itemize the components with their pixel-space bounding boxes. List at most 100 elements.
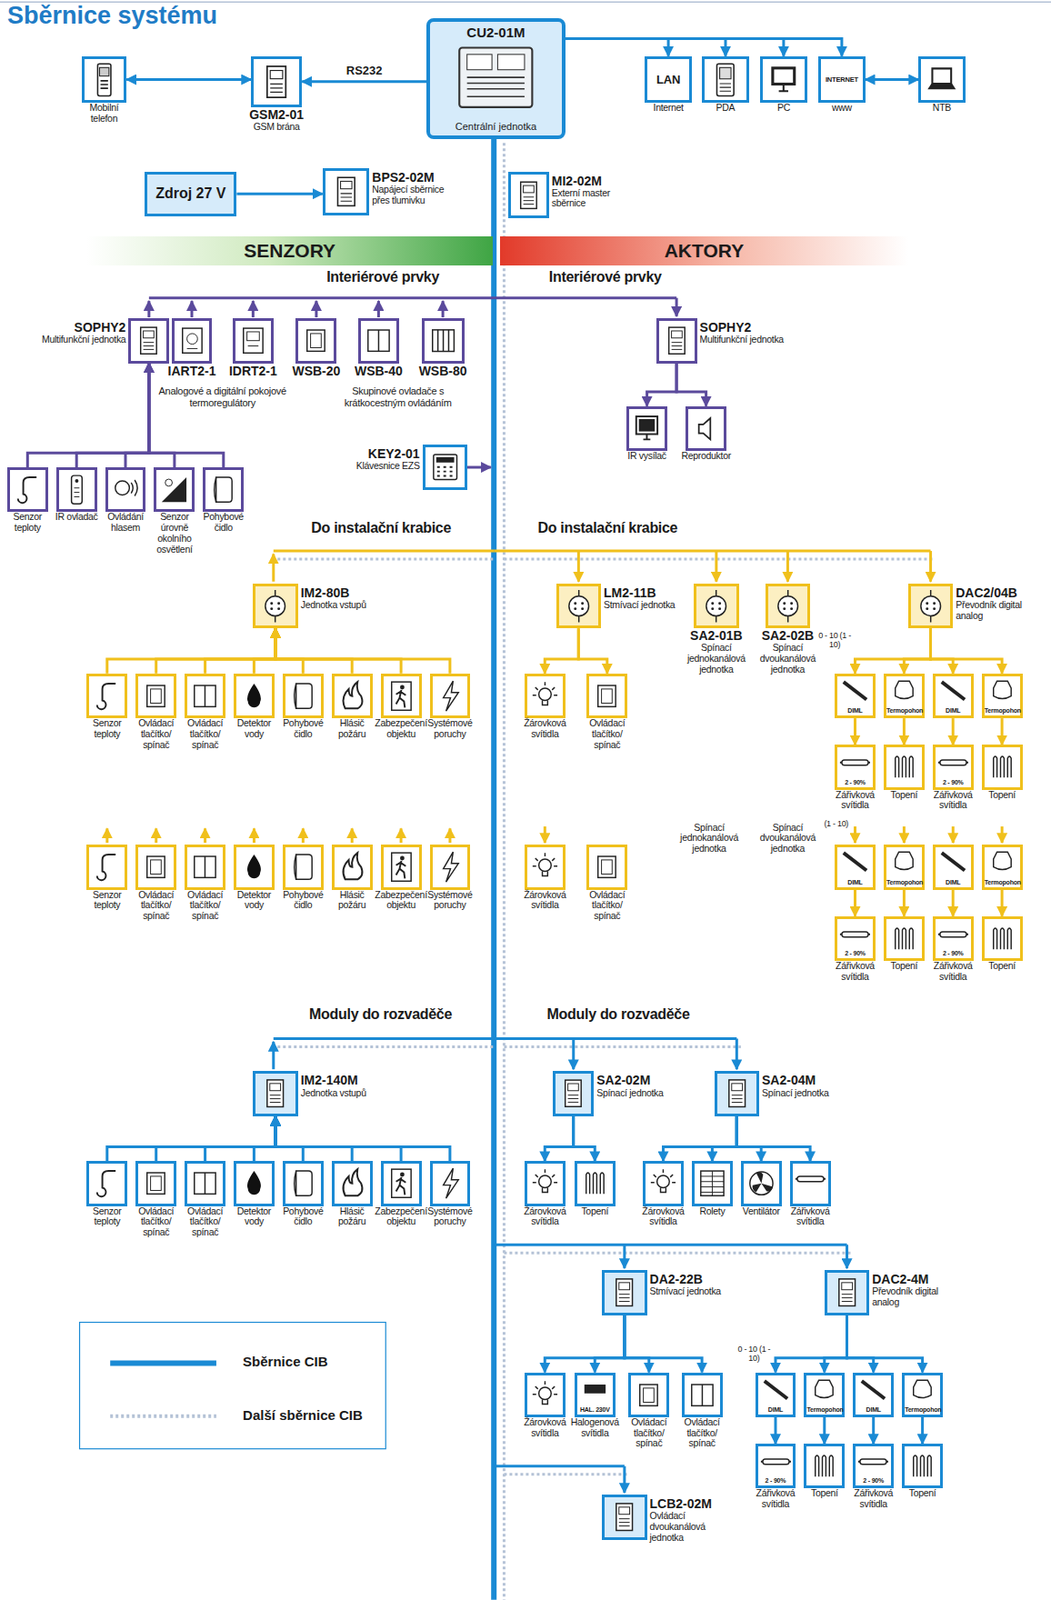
device-symbol xyxy=(984,919,1021,959)
connector xyxy=(275,628,401,673)
node-label: Halogenová svítidla xyxy=(568,1417,621,1440)
device-icon: Ovládací tlačítko/ spínač xyxy=(628,1372,670,1418)
label-group: Topení xyxy=(877,960,931,972)
device-symbol xyxy=(432,847,469,887)
device-symbol xyxy=(659,320,695,361)
label-group: Hlásič požáru xyxy=(325,1206,379,1229)
label-group: Zářivková svítidla xyxy=(847,1488,901,1511)
label-group: Senzor teploty xyxy=(80,718,134,741)
node-label: Převodník digital analog xyxy=(955,600,1042,622)
label-group: DIML xyxy=(758,1406,794,1413)
model-name: Termopohon xyxy=(886,707,922,714)
connector xyxy=(544,1315,625,1373)
model-name: DAC2-4M xyxy=(871,1271,959,1287)
device-icon: Topení xyxy=(981,916,1023,961)
connector xyxy=(565,39,669,57)
device-symbol xyxy=(696,586,736,626)
node-label: Ovládací tlačítko/ spínač xyxy=(130,1206,183,1239)
device-symbol xyxy=(432,1163,469,1203)
label-group: LAN xyxy=(647,59,690,101)
model-name: DA2-22B xyxy=(650,1271,737,1287)
device-symbol xyxy=(174,320,211,361)
device-symbol xyxy=(187,847,223,887)
device-icon: Žárovková svítidla xyxy=(524,1372,566,1418)
node-label: Topení xyxy=(798,1488,851,1500)
bus-line xyxy=(929,550,932,582)
connector xyxy=(565,39,842,57)
module-box: IART2-1 xyxy=(171,318,213,363)
node-label: Stmívací jednotka xyxy=(603,600,691,611)
node-label: Ovládací tlačítko/ spínač xyxy=(130,718,183,751)
node-label: Centrální jednotka xyxy=(430,120,562,132)
connector xyxy=(275,1116,352,1162)
bus-line xyxy=(502,142,506,1600)
device-icon: Hlásič požáru xyxy=(331,1161,373,1206)
model-name: 2 - 90% xyxy=(837,950,873,957)
bus-line xyxy=(675,298,679,317)
connector xyxy=(205,1116,276,1162)
model-name: Termopohon xyxy=(886,879,922,886)
device-icon: Ovládací tlačítko/ spínač xyxy=(184,844,226,890)
device-symbol xyxy=(325,170,368,213)
label-group: SENZORY xyxy=(86,236,493,265)
module-box: IM2-80BJednotka vstupů xyxy=(252,583,298,629)
device-symbol xyxy=(827,1272,867,1312)
device-icon: Reproduktor xyxy=(685,406,727,451)
connector xyxy=(1000,718,1004,745)
device-symbol xyxy=(425,447,465,487)
device-symbol xyxy=(762,59,805,101)
node-label: Multifunkční jednotka xyxy=(700,334,787,346)
label-group: Ovládání hlasem xyxy=(99,511,152,534)
label-group: Zářivková svítidla xyxy=(749,1488,802,1511)
bus-line xyxy=(441,300,445,318)
label-group: NTB xyxy=(915,102,969,114)
model-name: 2 - 90% xyxy=(935,779,971,786)
model-name: BPS2-02M xyxy=(371,170,459,185)
connector xyxy=(647,363,678,407)
model-name: CU2-01M xyxy=(430,24,562,41)
model-name: DIML xyxy=(837,879,873,886)
device-symbol xyxy=(555,1073,591,1113)
connector xyxy=(824,1315,848,1373)
device-symbol xyxy=(205,470,241,510)
bus-line xyxy=(571,1039,575,1071)
bus-line xyxy=(1000,826,1004,843)
node-label: Žárovková svítidla xyxy=(518,1206,571,1229)
model-name: Termopohon xyxy=(984,707,1021,714)
label-group: Rolety xyxy=(685,1206,739,1218)
node-label: Ovládací tlačítko/ spínač xyxy=(130,890,183,922)
label-group: MI2-02MExterní master sběrnice xyxy=(551,173,639,211)
device-icon: Termopohon xyxy=(803,1372,845,1418)
label-group: Reproduktor xyxy=(680,450,733,462)
node-label: Zářivková svítidla xyxy=(926,790,980,812)
bus-line xyxy=(786,550,790,582)
node-label: Ovládací tlačítko/ spínač xyxy=(622,1417,676,1450)
module-box: SA2-02BSpínací dvoukanálová jednotka xyxy=(765,583,811,629)
device-icon: Topení xyxy=(803,1443,845,1489)
label-group: Topení xyxy=(877,790,931,801)
label-group: Zářivková svítidla xyxy=(926,960,980,983)
device-symbol xyxy=(527,1375,563,1415)
device-symbol xyxy=(792,1163,829,1203)
node-label: Detektor vody xyxy=(227,1206,281,1229)
bus-line xyxy=(271,1041,275,1070)
device-icon: Žárovková svítidla xyxy=(524,1161,566,1206)
model-name: GSM2-01 xyxy=(246,107,307,122)
connector xyxy=(1000,890,1004,917)
connector xyxy=(930,628,1003,673)
connector xyxy=(149,363,224,469)
connector xyxy=(125,363,150,469)
node-label: Žárovková svítidla xyxy=(518,718,571,741)
label-group: Pohybové čidlo xyxy=(276,1206,330,1229)
node-label: Senzor teploty xyxy=(80,718,134,741)
bus-line xyxy=(301,828,305,843)
label-group: 2 - 90% xyxy=(935,950,971,957)
node-label: Hlásič požáru xyxy=(325,1206,379,1229)
node-label: Žárovková svítidla xyxy=(637,1206,691,1229)
label-group: Termopohon xyxy=(886,879,922,886)
model-name: DIML xyxy=(837,707,873,714)
device-icon: Zabezpečení objektu xyxy=(380,1161,422,1206)
device-symbol xyxy=(383,676,420,716)
label-group: Centrální jednotka xyxy=(430,120,562,132)
label-group: Topení xyxy=(975,960,1029,972)
